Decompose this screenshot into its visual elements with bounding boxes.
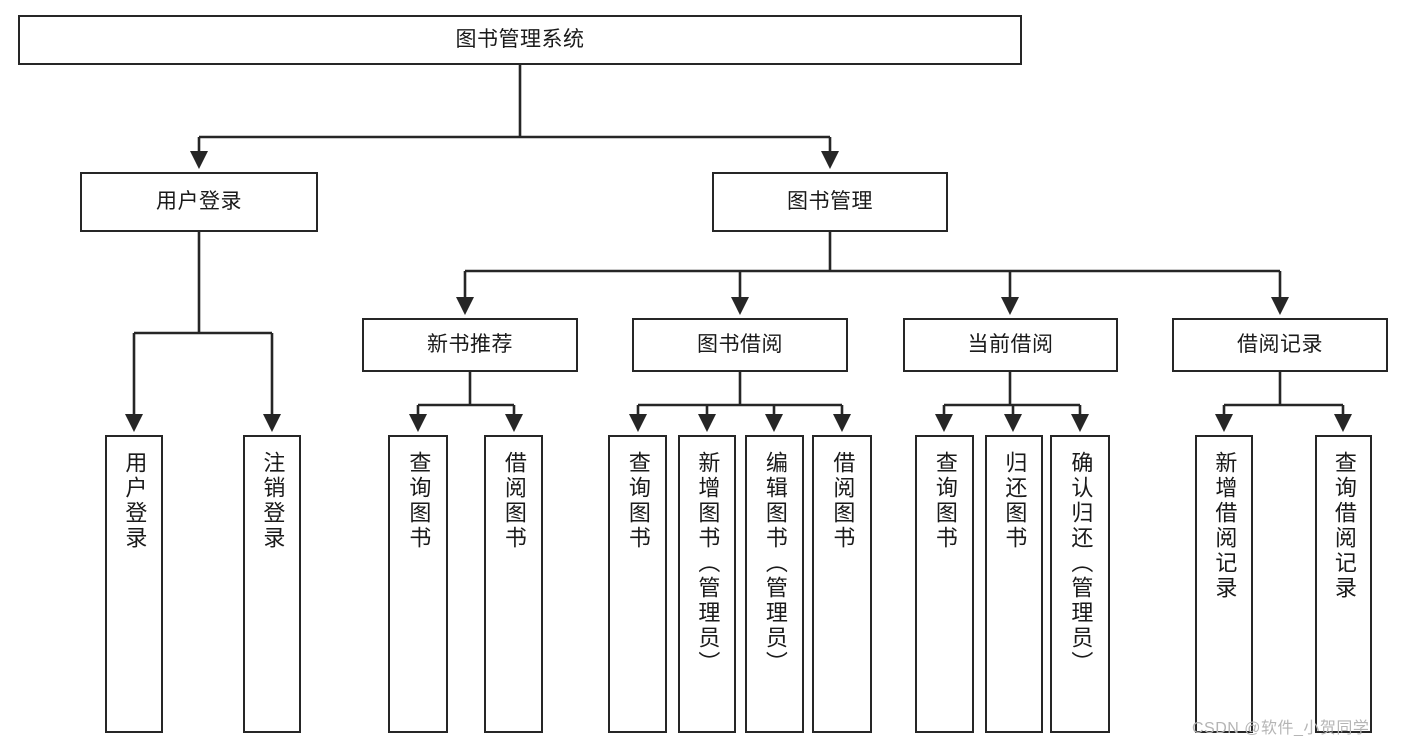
node-leaf-user-login-label: 用户登录	[122, 451, 148, 551]
node-leaf-confirm-return[interactable]: 确认归还（管理员）	[1050, 435, 1110, 733]
node-leaf-query-book-3[interactable]: 查询图书	[915, 435, 974, 733]
node-leaf-return-book[interactable]: 归还图书	[985, 435, 1043, 733]
node-leaf-query-book-3-label: 查询图书	[932, 451, 958, 551]
node-leaf-borrow-book-1-label: 借阅图书	[501, 451, 527, 551]
node-book-borrow-label: 图书借阅	[697, 333, 783, 357]
node-leaf-borrow-book-2[interactable]: 借阅图书	[812, 435, 872, 733]
node-new-book-recommend[interactable]: 新书推荐	[362, 318, 578, 372]
watermark: CSDN @软件_小贺同学	[1192, 720, 1370, 737]
node-leaf-edit-book-label: 编辑图书（管理员）	[762, 451, 788, 676]
node-leaf-query-book-1-label: 查询图书	[406, 451, 432, 551]
node-user-login[interactable]: 用户登录	[80, 172, 318, 232]
node-leaf-query-book-1[interactable]: 查询图书	[388, 435, 448, 733]
node-leaf-edit-book[interactable]: 编辑图书（管理员）	[745, 435, 804, 733]
node-leaf-logout-label: 注销登录	[260, 451, 286, 551]
node-leaf-query-book-2-label: 查询图书	[625, 451, 651, 551]
node-leaf-borrow-book-2-label: 借阅图书	[830, 451, 856, 551]
node-root[interactable]: 图书管理系统	[18, 15, 1022, 65]
node-leaf-add-record[interactable]: 新增借阅记录	[1195, 435, 1253, 733]
node-book-borrow[interactable]: 图书借阅	[632, 318, 848, 372]
node-leaf-confirm-return-label: 确认归还（管理员）	[1068, 451, 1094, 676]
node-root-label: 图书管理系统	[455, 28, 585, 52]
node-leaf-logout[interactable]: 注销登录	[243, 435, 301, 733]
node-new-book-recommend-label: 新书推荐	[427, 333, 513, 357]
node-current-borrow-label: 当前借阅	[967, 333, 1054, 357]
node-book-manage-label: 图书管理	[787, 190, 873, 214]
node-leaf-user-login[interactable]: 用户登录	[105, 435, 163, 733]
node-current-borrow[interactable]: 当前借阅	[903, 318, 1118, 372]
node-leaf-borrow-book-1[interactable]: 借阅图书	[484, 435, 543, 733]
node-leaf-add-book[interactable]: 新增图书（管理员）	[678, 435, 736, 733]
node-leaf-add-book-label: 新增图书（管理员）	[695, 451, 721, 676]
node-leaf-return-book-label: 归还图书	[1002, 451, 1028, 551]
node-leaf-query-book-2[interactable]: 查询图书	[608, 435, 667, 733]
node-borrow-record[interactable]: 借阅记录	[1172, 318, 1388, 372]
node-leaf-query-record[interactable]: 查询借阅记录	[1315, 435, 1372, 733]
node-leaf-add-record-label: 新增借阅记录	[1212, 451, 1238, 601]
node-user-login-label: 用户登录	[156, 190, 242, 214]
node-leaf-query-record-label: 查询借阅记录	[1331, 451, 1357, 601]
node-borrow-record-label: 借阅记录	[1237, 333, 1323, 357]
node-book-manage[interactable]: 图书管理	[712, 172, 948, 232]
